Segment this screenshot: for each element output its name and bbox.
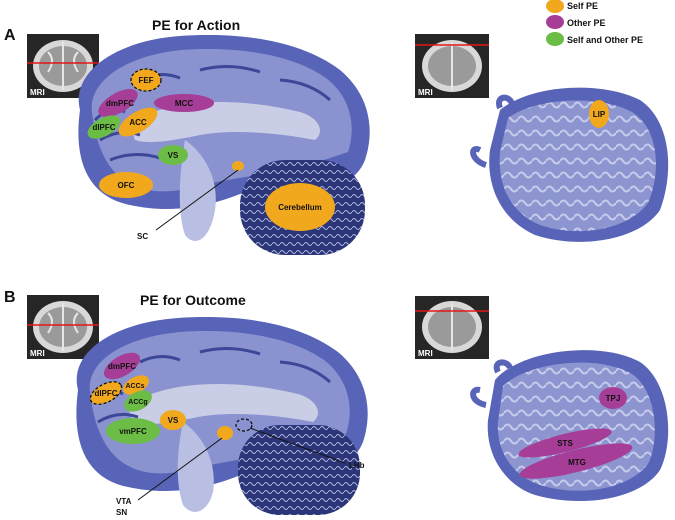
- region-sts-label: STS: [557, 439, 573, 448]
- region-sts: [518, 428, 612, 458]
- region-lip-label: LIP: [593, 110, 606, 119]
- region-mtg-label: MTG: [568, 458, 586, 467]
- medial-brain-b: [76, 317, 368, 515]
- legend-label-other: Other PE: [567, 18, 606, 28]
- region-cerebellum-label: Cerebellum: [278, 203, 322, 212]
- pointer-label-vta: VTA: [116, 497, 132, 506]
- region-cerebellum: [265, 183, 335, 231]
- region-mcc: [154, 94, 214, 112]
- region-vs-label: VS: [168, 151, 179, 160]
- lhb-pointer-line: [249, 427, 346, 464]
- cerebellum-tissue: [238, 425, 360, 515]
- region-vmpfc: [106, 418, 160, 444]
- pointer-label-lhb: LHb: [349, 461, 365, 470]
- legend: Self PE Other PE Self and Other PE: [546, 0, 643, 46]
- region-dmpfc-label: dmPFC: [106, 99, 134, 108]
- mri-thumbnail-b-left: MRI: [27, 295, 99, 359]
- region-sc: [232, 161, 244, 171]
- region-tpj-label: TPJ: [606, 394, 621, 403]
- region-dlpfc-label: dlPFC: [92, 123, 115, 132]
- legend-label-both: Self and Other PE: [567, 35, 643, 45]
- region-lip: [589, 100, 609, 128]
- panel-b-letter: B: [4, 289, 16, 306]
- mri-label: MRI: [30, 349, 45, 358]
- region-dmpfc-label: dmPFC: [108, 362, 136, 371]
- legend-label-self: Self PE: [567, 1, 598, 11]
- lateral-slice-a: LIP: [470, 87, 669, 242]
- mri-thumbnail-a-right: MRI: [415, 34, 489, 98]
- pointer-label-sn: SN: [116, 508, 127, 517]
- region-vs-label: VS: [168, 416, 179, 425]
- legend-swatch-both: [546, 32, 564, 46]
- vta-pointer-line: [137, 437, 223, 501]
- region-vmpfc-label: vmPFC: [119, 427, 147, 436]
- regions-medial-a: FEF dmPFC MCC dlPFC ACC VS OFC Cerebellu…: [87, 68, 335, 241]
- region-mtg: [519, 443, 633, 479]
- region-accg-label: ACCg: [128, 399, 147, 406]
- region-ofc-label: OFC: [118, 181, 135, 190]
- region-accs-label: ACCs: [125, 383, 144, 390]
- region-accs: [123, 375, 149, 395]
- region-vta-sn: [217, 426, 233, 440]
- region-dlpfc-label: dlPFC: [94, 389, 117, 398]
- region-vs: [158, 145, 188, 165]
- sc-pointer-line: [155, 169, 239, 231]
- region-tpj: [599, 387, 627, 409]
- panel-a: A PE for Action MRI FEF dmPFC: [4, 17, 669, 255]
- legend-swatch-self: [546, 0, 564, 13]
- region-acc-label: ACC: [129, 118, 147, 127]
- region-accg: [124, 390, 152, 412]
- mri-label: MRI: [30, 88, 45, 97]
- region-lhb: [235, 418, 253, 432]
- region-fef-label: FEF: [138, 76, 153, 85]
- mri-label: MRI: [418, 88, 433, 97]
- region-mcc-label: MCC: [175, 99, 193, 108]
- region-dlpfc: [87, 115, 121, 139]
- lateral-slice-b: TPJ STS MTG: [470, 350, 669, 502]
- panel-b-title: PE for Outcome: [140, 292, 246, 308]
- panel-b: B PE for Outcome MRI dmPFC ACCs: [4, 289, 669, 517]
- pointer-label-sc: SC: [137, 232, 148, 241]
- regions-medial-b: dmPFC ACCs ACCg dlPFC vmPFC VS VTA SN LH…: [89, 352, 365, 517]
- mri-label: MRI: [418, 349, 433, 358]
- mri-thumbnail-a-left: MRI: [27, 34, 99, 98]
- legend-swatch-other: [546, 15, 564, 29]
- region-dlpfc: [89, 381, 123, 405]
- panel-a-title: PE for Action: [152, 17, 240, 33]
- region-acc: [118, 107, 158, 137]
- region-vs: [160, 410, 186, 430]
- region-ofc: [99, 172, 153, 198]
- panel-a-letter: A: [4, 27, 16, 44]
- mri-thumbnail-b-right: MRI: [415, 296, 489, 359]
- region-dmpfc: [98, 89, 138, 117]
- region-dmpfc: [103, 352, 141, 380]
- region-fef: [130, 68, 162, 92]
